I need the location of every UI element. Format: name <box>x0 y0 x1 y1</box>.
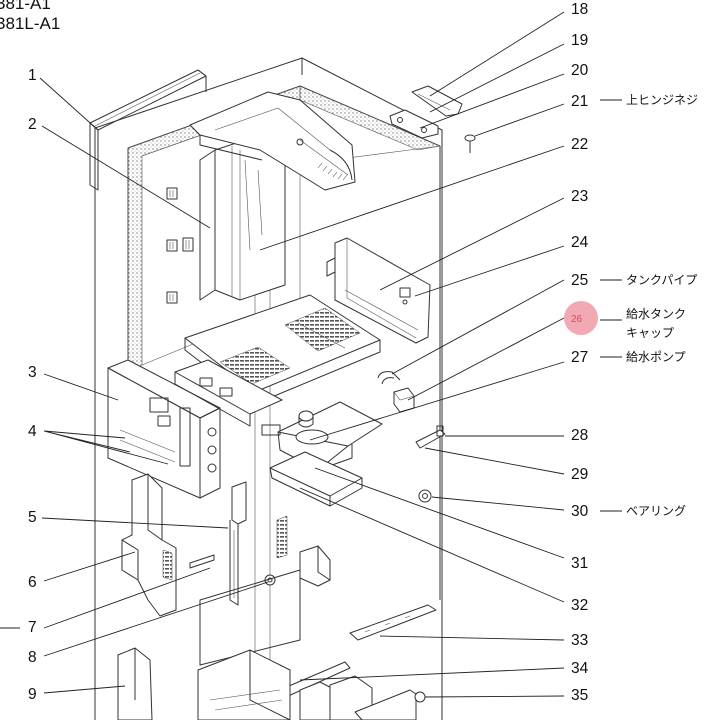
callout-8: 8 <box>28 649 37 666</box>
callout-24: 24 <box>571 234 589 251</box>
part-3-control-box <box>107 359 221 499</box>
callout-3: 3 <box>28 364 37 381</box>
callout-26: 26 <box>571 314 583 325</box>
part-20-upper-hinge <box>389 109 439 139</box>
callout-28: 28 <box>571 427 588 444</box>
part-8-lower-cover <box>199 545 331 666</box>
callout-30: 30 <box>571 503 589 520</box>
part-top-fan-cover <box>189 91 356 191</box>
callout-25: 25 <box>571 272 588 289</box>
part-23-back-panel <box>326 237 431 344</box>
callout-19: 19 <box>571 32 588 49</box>
callout-26-desc-line2: キャップ <box>626 326 674 340</box>
part-25-tank-pipe <box>377 371 401 385</box>
part-33-rail <box>349 604 437 641</box>
callout-21: 21 <box>571 93 588 110</box>
callout-29: 29 <box>571 466 588 483</box>
callout-21-desc: 上ヒンジネジ <box>626 93 698 107</box>
bottom-machinery <box>117 647 426 720</box>
callout-7: 7 <box>28 619 37 636</box>
callout-27: 27 <box>571 349 588 366</box>
callout-9: 9 <box>28 686 37 703</box>
callout-22: 22 <box>571 136 588 153</box>
callout-33: 33 <box>571 632 588 649</box>
callout-31: 31 <box>571 555 588 572</box>
left-callouts: 1 2 3 4 5 6 7 8 9 <box>28 67 37 703</box>
part-22-duct-panel <box>199 131 286 301</box>
water-tank <box>269 401 383 507</box>
callout-4: 4 <box>28 423 37 440</box>
part-21-hinge-screw <box>464 134 476 153</box>
callout-34: 34 <box>571 660 589 677</box>
callout-25-desc: タンクパイプ <box>626 273 697 287</box>
callout-23: 23 <box>571 188 588 205</box>
right-callouts: 18 19 20 21 上ヒンジネジ 22 23 24 25 タンクパイプ 26… <box>564 1 698 704</box>
leader-lines <box>0 11 622 698</box>
callout-6: 6 <box>28 574 37 591</box>
callout-26-desc-line1: 給水タンク <box>626 307 686 321</box>
part-5-drain-pipe <box>229 481 247 606</box>
model-code-1: 381-A1 <box>0 0 51 13</box>
callout-30-desc: ベアリング <box>626 504 686 518</box>
callout-20: 20 <box>571 62 589 79</box>
part-30-bearing <box>418 489 432 503</box>
callout-2: 2 <box>28 116 37 133</box>
model-code-2: 381L-A1 <box>0 14 60 33</box>
part-18-hinge-cover <box>411 85 463 117</box>
callout-5: 5 <box>28 509 37 526</box>
left-wall-vents <box>166 187 194 304</box>
rear-vent <box>276 515 288 559</box>
callout-32: 32 <box>571 597 588 614</box>
front-tray <box>174 359 283 436</box>
callout-1: 1 <box>28 67 37 84</box>
callout-35: 35 <box>571 687 588 704</box>
lower-left-duct <box>121 473 215 617</box>
callout-26-highlight <box>564 301 598 335</box>
part-27-water-pump <box>393 387 415 413</box>
callout-18: 18 <box>571 1 588 18</box>
callout-27-desc: 給水ポンプ <box>626 350 686 364</box>
part-28-sensor <box>415 425 446 449</box>
